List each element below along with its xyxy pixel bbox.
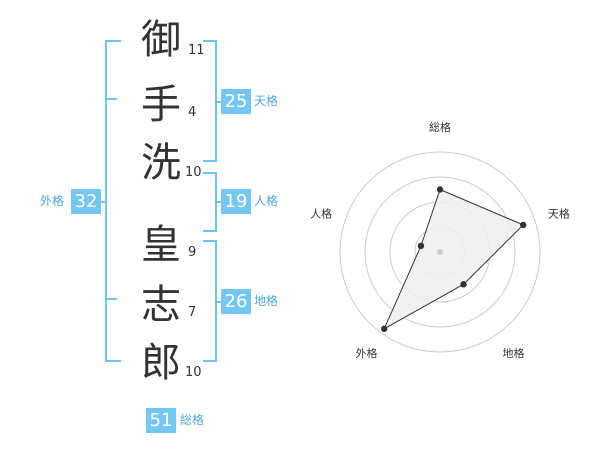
stroke-count-6: 10 xyxy=(185,365,202,380)
radar-center-dot xyxy=(437,249,443,255)
kanji-5: 志 xyxy=(141,282,181,328)
radar-point-2 xyxy=(460,281,467,288)
kanji-1: 御 xyxy=(141,17,181,63)
radar-axis-label-3: 外格 xyxy=(356,346,378,360)
gaikaku-bracket-tick xyxy=(105,98,117,100)
tenkaku-label: 天格 xyxy=(254,94,279,108)
radar-point-1 xyxy=(520,221,527,229)
gaikaku-label: 外格 xyxy=(40,194,65,208)
chikaku-label: 地格 xyxy=(254,294,279,308)
radar-point-3 xyxy=(380,325,388,333)
radar-point-4 xyxy=(417,242,425,250)
kanji-2: 手 xyxy=(141,82,181,128)
stroke-count-5: 7 xyxy=(188,305,197,320)
chikaku-bracket-connector xyxy=(215,301,223,303)
radar-axis-label-1: 天格 xyxy=(548,206,570,220)
tenkaku-value-badge: 25 xyxy=(221,89,251,114)
stroke-count-1: 11 xyxy=(188,43,205,58)
jinkaku-value-badge: 19 xyxy=(221,189,251,214)
radar-grid-ring xyxy=(339,151,541,353)
radar-grid-ring xyxy=(364,176,516,328)
chikaku-value-badge: 26 xyxy=(221,289,251,314)
tenkaku-bracket-connector xyxy=(215,101,223,103)
radar-point-0 xyxy=(436,186,444,193)
gaikaku-bracket-connector xyxy=(98,201,107,203)
stroke-count-4: 9 xyxy=(188,245,197,260)
jinkaku-label: 人格 xyxy=(254,194,279,208)
kanji-6: 郎 xyxy=(141,340,181,386)
gaikaku-bracket-tick xyxy=(105,298,117,300)
radar-value-polygon xyxy=(383,188,525,331)
radar-axis-label-0: 総格 xyxy=(429,120,451,134)
radar-points xyxy=(380,186,527,333)
jinkaku-bracket-connector xyxy=(215,201,223,203)
stroke-count-3: 10 xyxy=(185,165,202,180)
radar-axis-label-2: 地格 xyxy=(502,346,524,360)
gaikaku-value-badge: 32 xyxy=(71,189,101,214)
stroke-count-2: 4 xyxy=(188,105,197,120)
kanji-3: 洗 xyxy=(141,140,181,186)
radar-axis-label-4: 人格 xyxy=(310,206,332,220)
soukaku-label: 総格 xyxy=(180,413,205,427)
soukaku-value-badge: 51 xyxy=(146,408,176,433)
kanji-4: 皇 xyxy=(141,222,181,268)
